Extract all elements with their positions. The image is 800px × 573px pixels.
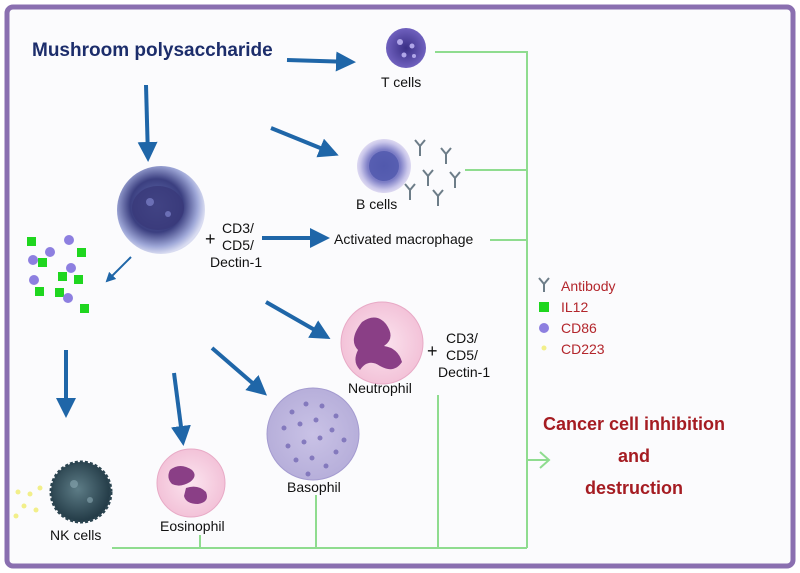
arrow-to-basophil [210,346,268,396]
arrow-to-cytokines [105,256,132,283]
receptor-line-dectin-neutrophil: Dectin-1 [438,364,490,380]
t-cells-connector [435,51,528,548]
outer-frame [4,4,796,569]
cytokine-cluster [27,235,89,313]
eosinophil-cell-icon [156,448,226,518]
neutrophil-cell-icon [340,301,424,385]
basophil-cell-icon [266,387,360,481]
nk-cell-icon [49,460,113,524]
arrow-to-eosinophil [171,372,191,446]
receptor-line-cd3-neutrophil: CD3/ [446,330,478,346]
b-cells-label: B cells [356,196,397,212]
outcome-line-1: Cancer cell inhibition [543,414,725,434]
arrow-to-t-cells [286,51,356,72]
antibody-cluster [404,139,461,206]
receptor-line-cd3-macrophage: CD3/ [222,220,254,236]
legend-label-il12: IL12 [561,299,588,315]
pathway-arrows [56,51,356,446]
macrophage-cell-icon [117,166,205,254]
basophil-label: Basophil [287,479,341,495]
connector-lines [112,51,551,549]
arrow-to-neutrophil [265,300,331,339]
cd86-circle-icon [539,323,549,333]
arrow-to-b-cells [270,126,339,158]
legend-label-antibody: Antibody [561,278,615,294]
receptor-plus-neutrophil: + [427,341,438,361]
antibody-icon [538,277,550,292]
receptor-plus-macrophage: + [205,229,216,249]
il12-square-icon [539,302,549,312]
cd223-star-icon [541,345,547,351]
t-cells-label: T cells [381,74,421,90]
activated-macrophage-label: Activated macrophage [334,231,474,247]
outcome-arrowhead [539,451,551,469]
legend: Antibody IL12 CD86 CD223 [538,277,615,357]
eosinophil-label: Eosinophil [160,518,225,534]
outcome-text: Cancer cell inhibition and destruction [543,414,725,498]
cd223-cluster [13,485,43,519]
outcome-line-2: and [618,446,650,466]
legend-label-cd223: CD223 [561,341,605,357]
receptor-line-cd5-macrophage: CD5/ [222,237,254,253]
neutrophil-label: Neutrophil [348,380,412,396]
legend-label-cd86: CD86 [561,320,597,336]
nk-cells-label: NK cells [50,527,101,543]
outcome-line-3: destruction [585,478,683,498]
page-title: Mushroom polysaccharide [32,40,273,61]
t-cell-icon [386,28,426,68]
receptor-line-cd5-neutrophil: CD5/ [446,347,478,363]
arrow-to-macrophage [137,84,158,162]
receptor-line-dectin-macrophage: Dectin-1 [210,254,262,270]
b-cell-icon [357,139,411,193]
